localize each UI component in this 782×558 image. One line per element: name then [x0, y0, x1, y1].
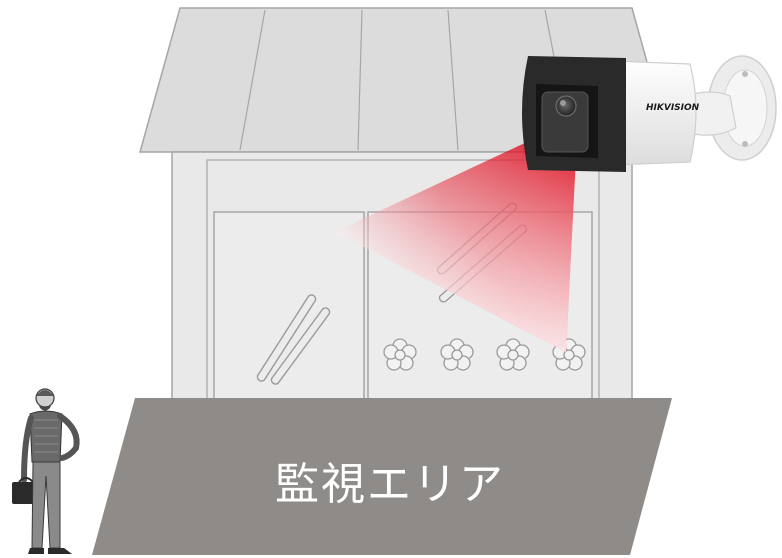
camera-brand-label: HIKVISION — [646, 103, 700, 113]
monitoring-area-label: 監視エリア — [180, 440, 600, 520]
person-with-bag-icon — [12, 389, 77, 554]
bullet-camera-icon — [522, 56, 776, 172]
house-door — [214, 212, 364, 410]
camera-lens — [556, 96, 576, 116]
